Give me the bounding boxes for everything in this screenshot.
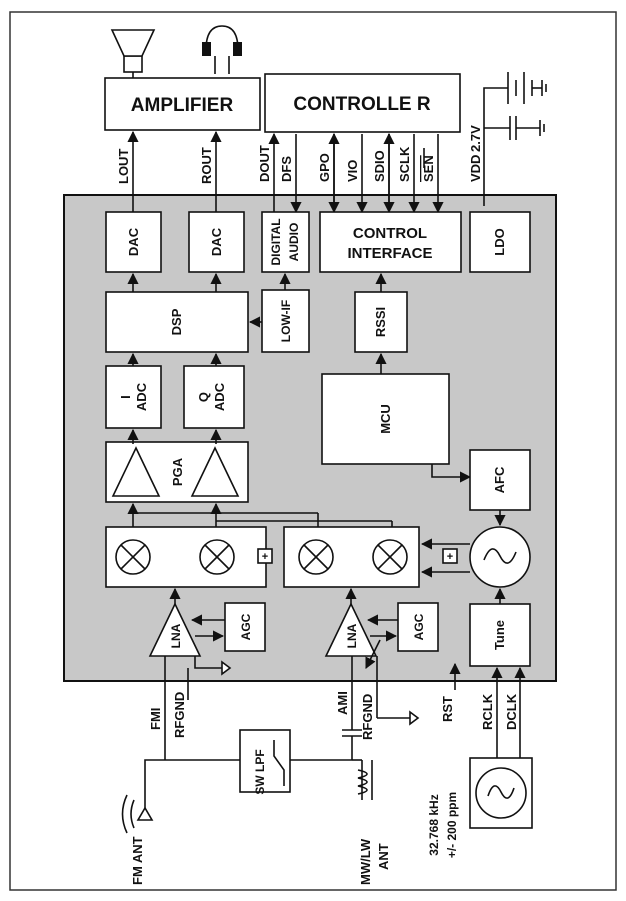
rout-label: ROUT (199, 147, 214, 184)
mcu-block (321, 373, 450, 465)
pga-triangle-i (111, 446, 161, 497)
gpo-label: GPO (317, 153, 332, 182)
amplifier-label: AMPLIFIER (131, 95, 234, 116)
dac-left-block (105, 211, 162, 273)
v27-label: 2.7V (468, 125, 483, 152)
dclk-label: DCLK (504, 693, 519, 730)
digital-audio-label-2: AUDIO (287, 223, 301, 262)
dout-label: DOUT (257, 145, 272, 182)
rst-label: RST (440, 696, 455, 722)
digital-audio-label-1: DIGITAL (269, 218, 283, 265)
q-adc-label-2: ADC (212, 382, 227, 411)
mixer-i-am (298, 539, 334, 575)
sw-lpf-label: SW LPF (253, 749, 267, 794)
oscillator-icon (469, 526, 531, 588)
dac-left-label: DAC (126, 227, 141, 256)
crystal-freq-label: 32.768 kHz (427, 794, 441, 855)
fmi-label: FMI (148, 708, 163, 730)
controller-label: CONTROLLE R (293, 94, 430, 115)
agc-am-label: AGC (412, 613, 426, 640)
lna-am-triangle (324, 602, 378, 657)
ldo-block (469, 211, 531, 273)
i-adc-label-2: ADC (134, 382, 149, 411)
dsp-label: DSP (169, 308, 184, 335)
headphone-icon (202, 25, 242, 74)
agc-am-block (397, 602, 439, 652)
lna-fm-triangle (148, 602, 202, 657)
fm-ant-label: FM ANT (130, 836, 145, 885)
tune-label: Tune (492, 620, 507, 650)
capacitor-icon (484, 116, 545, 140)
control-interface-block (319, 211, 462, 273)
mixer-i-fm (115, 539, 151, 575)
lout-label: LOUT (116, 149, 131, 184)
svg-text:+: + (447, 551, 453, 563)
i-adc-block (105, 365, 162, 429)
svg-text:+: + (262, 551, 268, 563)
q-adc-block (183, 365, 245, 429)
i-adc-label-1: I (118, 395, 133, 399)
mixer-q-am (372, 539, 408, 575)
afc-block (469, 449, 531, 511)
mw-lw-ant-label-1: MW/LW (358, 838, 373, 885)
mixer-q-fm (199, 539, 235, 575)
rfgnd-am-label: RFGND (360, 694, 375, 740)
tune-block (469, 603, 531, 667)
controller-block (264, 73, 461, 133)
vdd-label: VDD (468, 155, 483, 182)
mw-lw-antenna-icon (352, 759, 373, 800)
dac-right-label: DAC (209, 227, 224, 256)
control-interface-label-2: INTERFACE (347, 245, 432, 262)
amplifier-block (104, 77, 261, 131)
rssi-block (354, 291, 408, 353)
mw-lw-ant-label-2: ANT (376, 843, 391, 870)
crystal-ppm-label: +/- 200 ppm (445, 792, 459, 858)
phase-shifter-fm (257, 548, 273, 564)
speaker-icon (110, 29, 156, 73)
pga-triangle-q (190, 446, 240, 497)
chip-boundary (63, 194, 557, 682)
agc-fm-label: AGC (239, 613, 253, 640)
rfgnd-fm-label: RFGND (172, 692, 187, 738)
vio-label: VIO (345, 160, 360, 182)
dsp-block (105, 291, 249, 353)
pga-label: PGA (170, 457, 185, 486)
afc-label: AFC (492, 466, 507, 493)
q-adc-label-1: Q (196, 392, 211, 402)
outer-frame (9, 11, 617, 891)
ldo-label: LDO (492, 228, 507, 255)
phase-shifter-am (442, 548, 458, 564)
battery-icon (483, 72, 547, 206)
control-interface-label-1: CONTROL (353, 225, 427, 242)
crystal-oscillator-icon (475, 767, 527, 819)
lna-fm-label: LNA (169, 623, 183, 648)
ami-label: AMI (335, 691, 350, 715)
agc-fm-block (224, 602, 266, 652)
dfs-label: DFS (279, 156, 294, 182)
sdio-label: SDIO (372, 150, 387, 182)
sw-lpf-block (239, 729, 291, 793)
low-if-label: LOW-IF (279, 300, 293, 342)
sclk-label: SCLK (397, 146, 412, 182)
dac-right-block (188, 211, 245, 273)
low-if-block (261, 289, 310, 353)
rclk-label: RCLK (480, 693, 495, 730)
lna-am-label: LNA (345, 623, 359, 648)
rssi-label: RSSI (373, 307, 388, 337)
mcu-label: MCU (378, 404, 393, 434)
fm-antenna-icon (121, 794, 154, 834)
digital-audio-block (261, 211, 310, 273)
